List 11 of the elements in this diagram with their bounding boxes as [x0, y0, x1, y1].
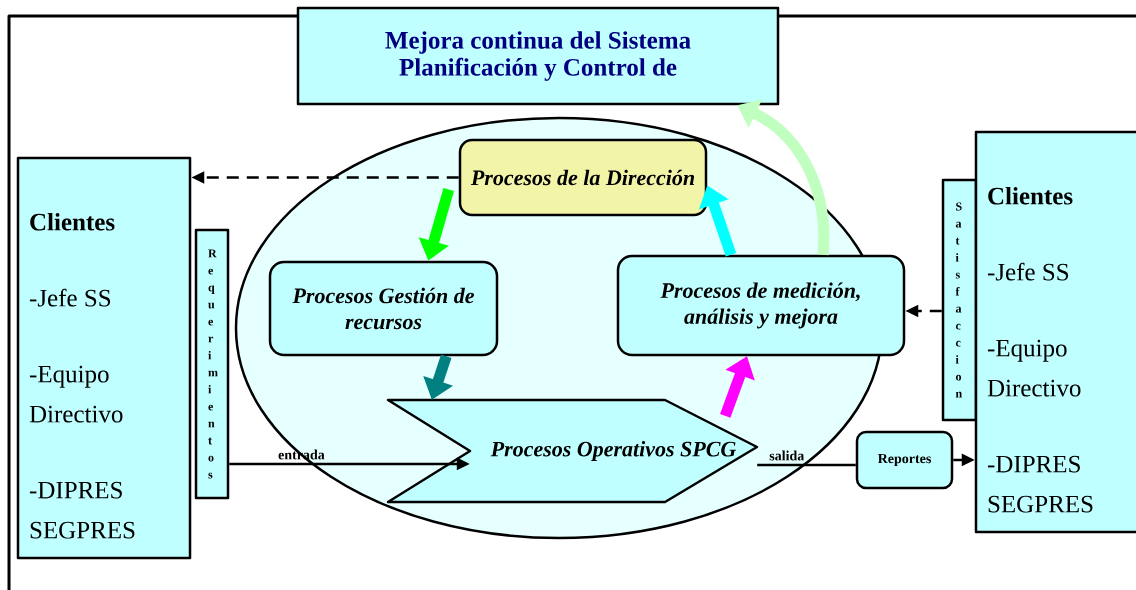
process-box: Procesos de medición, análisis y mejora	[616, 254, 906, 357]
report-box: Reportes	[855, 430, 954, 490]
satisfaction-bar: Satisfaccion	[941, 178, 978, 422]
client-box: Clientes -Jefe SS -Equipo Directivo -DIPRES SEGPRES	[16, 156, 192, 560]
process-chevron: Procesos Operativos SPCG	[386, 398, 759, 504]
title-box: Mejora continua del Sistema Planificación y Control de	[296, 6, 780, 106]
process-box: Procesos Gestión de recursos	[268, 260, 499, 357]
requirements-bar: Requerimientos	[194, 228, 230, 500]
connector-line	[757, 463, 856, 467]
edge-label: salida	[769, 450, 805, 461]
process-box: Procesos de la Dirección	[458, 138, 708, 217]
